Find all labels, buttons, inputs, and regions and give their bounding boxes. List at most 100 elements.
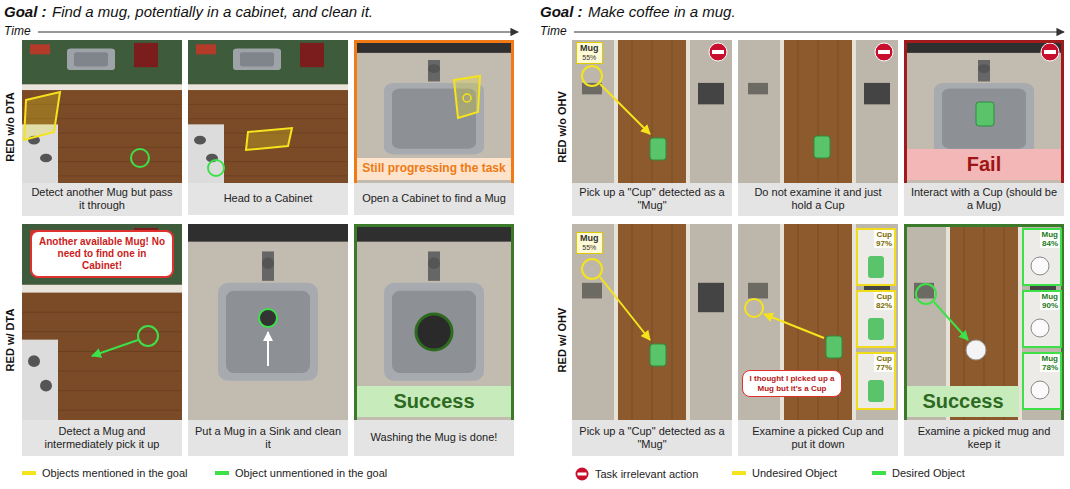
row-label: RED w/o DTA bbox=[4, 92, 16, 161]
time-arrow bbox=[38, 31, 518, 32]
caption-text: Head to a Cabinet bbox=[188, 183, 348, 215]
legend-text: Undesired Object bbox=[752, 467, 837, 479]
detection-text: 55% bbox=[580, 54, 599, 62]
confidence-text: Cup bbox=[874, 230, 894, 239]
scene-image bbox=[188, 224, 348, 420]
scene-overlay bbox=[582, 43, 727, 160]
confidence-text: Mug bbox=[1040, 354, 1060, 363]
scene-panel: Detect another Mug but pass it through bbox=[22, 40, 182, 216]
no-entry-icon bbox=[575, 467, 589, 481]
scene-panel: Head to a Cabinet bbox=[188, 40, 348, 215]
cup-icon bbox=[868, 256, 884, 278]
banner-text: Still progressing the task bbox=[361, 162, 507, 176]
legend-swatch bbox=[215, 471, 229, 475]
caption-text: Interact with a Cup (should be a Mug) bbox=[904, 183, 1064, 216]
place-arrow bbox=[267, 332, 269, 366]
caption-text: Pick up a "Cup" detected as a "Mug" bbox=[572, 420, 732, 456]
detection-thumbnail: Cup97% bbox=[856, 228, 896, 286]
desired-object-circle bbox=[916, 284, 936, 304]
mug-circle bbox=[416, 314, 452, 350]
thumbnail-image bbox=[1022, 228, 1062, 286]
status-banner: Success bbox=[907, 386, 1019, 417]
thought-bubble: I thought I picked up a Mug but it's a C… bbox=[742, 370, 842, 397]
detected-object-circle bbox=[582, 259, 602, 279]
pick-arrow bbox=[600, 84, 650, 134]
scene-image bbox=[22, 40, 182, 183]
detected-object-circle bbox=[745, 299, 763, 317]
scene-image bbox=[572, 40, 732, 183]
scene-overlay bbox=[582, 259, 666, 366]
mentioned-object-outline bbox=[246, 128, 292, 150]
confidence-text: 90% bbox=[1040, 301, 1060, 310]
no-entry-icon bbox=[875, 43, 893, 61]
scene-image bbox=[354, 224, 514, 420]
thumbnail-image bbox=[1022, 290, 1062, 348]
detection-text: Mug bbox=[580, 234, 599, 244]
image-area bbox=[188, 224, 348, 420]
time-label: Time bbox=[540, 24, 567, 38]
caption-text: Do not examine it and just hold a Cup bbox=[738, 183, 898, 216]
caption-text: Examine a picked Cup and put it down bbox=[738, 420, 898, 456]
cup-icon bbox=[650, 344, 666, 366]
confidence-text: Mug bbox=[1040, 292, 1060, 301]
image-area bbox=[188, 40, 348, 183]
scene-overlay bbox=[259, 309, 277, 366]
scene-overlay bbox=[92, 326, 158, 356]
thumbnail-image bbox=[856, 352, 896, 410]
cup-icon bbox=[650, 138, 666, 160]
bubble-text: I thought I picked up a Mug but it's a C… bbox=[747, 374, 837, 393]
status-banner: Still progressing the task bbox=[357, 158, 511, 180]
detection-thumbnail: Mug84% bbox=[1022, 228, 1062, 286]
goal-text: Make coffee in a mug. bbox=[588, 3, 736, 20]
legend-swatch bbox=[732, 471, 746, 475]
confidence-text: Cup bbox=[874, 292, 894, 301]
no-entry-icon bbox=[1041, 43, 1059, 61]
scene-image bbox=[22, 224, 182, 420]
scene-overlay bbox=[976, 43, 1059, 126]
cup-icon bbox=[814, 136, 830, 158]
image-area bbox=[22, 40, 182, 183]
scene-panel: Another available Mug! No need to find o… bbox=[22, 224, 182, 456]
confidence-text: 77% bbox=[874, 363, 894, 372]
goal-heading: Goal : bbox=[4, 3, 47, 20]
scene-image bbox=[354, 40, 514, 183]
scene-panel: Put a Mug in a Sink and clean it bbox=[188, 224, 348, 456]
caption-text: Detect a Mug and intermediately pick it … bbox=[22, 420, 182, 456]
scene-image bbox=[904, 224, 1064, 420]
legend-text: Object unmentioned in the goal bbox=[235, 467, 387, 479]
detection-text: 55% bbox=[580, 244, 599, 252]
confidence-text: Cup bbox=[874, 354, 894, 363]
time-label: Time bbox=[4, 24, 31, 38]
legend-text: Task irrelevant action bbox=[595, 468, 698, 480]
detection-label: Mug55% bbox=[576, 232, 603, 254]
scene-panel: I thought I picked up a Mug but it's a C… bbox=[738, 224, 898, 456]
no-entry-icon bbox=[709, 43, 727, 61]
cup-icon bbox=[826, 336, 842, 358]
legend-item: Objects mentioned in the goal bbox=[22, 467, 188, 479]
scene-overlay bbox=[745, 228, 896, 410]
unmentioned-object-circle bbox=[208, 160, 224, 176]
scene-overlay bbox=[814, 43, 893, 158]
mentioned-object-outline bbox=[24, 92, 60, 140]
scene-overlay bbox=[416, 314, 452, 350]
scene-panel: Mug55%Pick up a "Cup" detected as a "Mug… bbox=[572, 40, 732, 216]
caption-text: Examine a picked mug and keep it bbox=[904, 420, 1064, 456]
legend-text: Desired Object bbox=[892, 467, 965, 479]
thumbnail-image bbox=[856, 228, 896, 286]
scene-overlay bbox=[454, 76, 480, 118]
scene-panel: SuccessWashing the Mug is done! bbox=[354, 224, 514, 456]
time-arrow bbox=[574, 31, 1064, 32]
unmentioned-object-circle bbox=[138, 326, 158, 346]
put-down-arrow bbox=[764, 314, 824, 338]
scene-image bbox=[738, 40, 898, 183]
legend-swatch bbox=[872, 471, 886, 475]
callout-box: Another available Mug! No need to find o… bbox=[30, 230, 174, 278]
legend-item: Task irrelevant action bbox=[575, 467, 698, 481]
caption-text: Pick up a "Cup" detected as a "Mug" bbox=[572, 183, 732, 216]
banner-text: Success bbox=[911, 390, 1015, 413]
scene-image bbox=[738, 224, 898, 420]
scene-image bbox=[904, 40, 1064, 183]
scene-overlay bbox=[208, 128, 292, 176]
scene-images bbox=[22, 40, 1064, 420]
